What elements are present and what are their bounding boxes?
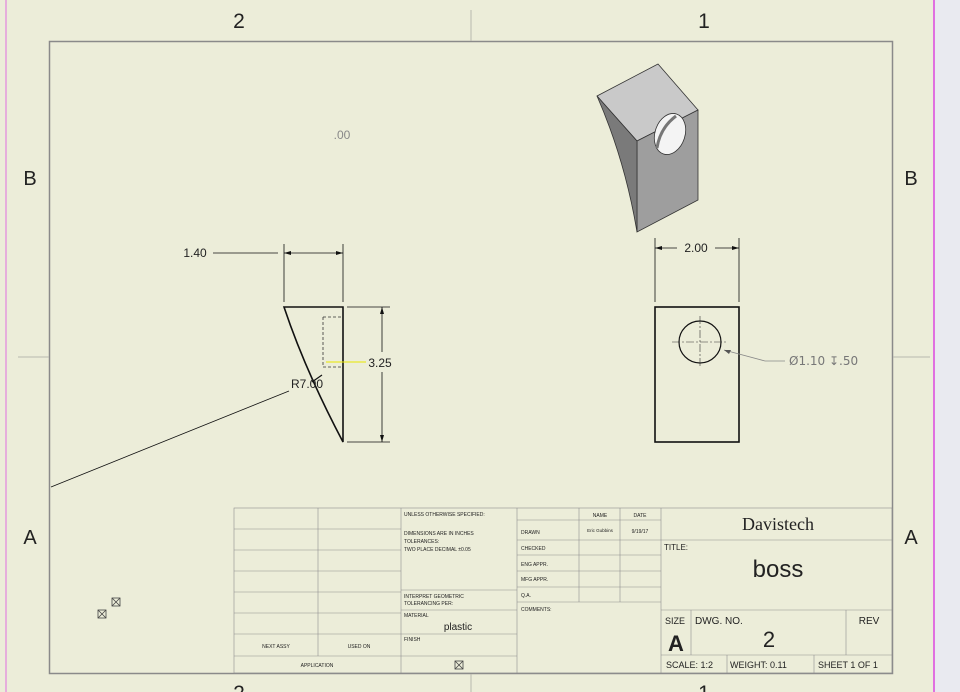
hole-callout-text: Ø1.10 ↧.50 (789, 354, 858, 368)
front-width-dim-text: 2.00 (684, 241, 708, 255)
size-value: A (668, 631, 684, 656)
callout-arrow (724, 350, 731, 354)
missing-image-icon (454, 660, 464, 670)
col-date: DATE (634, 513, 648, 519)
spec-tol: TOLERANCES: (404, 539, 439, 545)
dimension-radius[interactable]: R7.00 (50, 374, 323, 488)
weight-text: WEIGHT: 0.11 (730, 660, 787, 670)
zone-label-left-a: A (23, 527, 37, 549)
dwg-no-label: DWG. NO. (695, 616, 743, 627)
width-dim-text: 1.40 (183, 246, 207, 260)
title-value[interactable]: boss (753, 556, 804, 583)
title-label: TITLE: (664, 543, 688, 552)
zone-label-bottom-2: 2 (233, 682, 245, 692)
interpret-label-2: TOLERANCING PER: (404, 601, 453, 607)
drawing-border (48, 40, 894, 675)
zone-label-top-2: 2 (233, 10, 245, 33)
material-label: MATERIAL (404, 613, 429, 619)
interpret-label: INTERPRET GEOMETRIC (404, 594, 464, 600)
stray-dimension[interactable]: .00 (334, 128, 351, 142)
title-block[interactable] (233, 507, 893, 674)
dimension-width-side[interactable]: 1.40 (183, 244, 344, 302)
side-outline (282, 306, 344, 443)
next-assy-label: NEXT ASSY (262, 644, 290, 650)
zone-label-bottom-1: 1 (698, 682, 710, 692)
front-view[interactable] (654, 306, 740, 443)
sheet-text: SHEET 1 OF 1 (818, 660, 878, 670)
iso-curved-face (596, 95, 638, 233)
arrow-bottom (380, 435, 384, 442)
zone-label-left-b: B (23, 168, 36, 190)
zone-label-top-1: 1 (698, 10, 710, 33)
radius-leader (50, 390, 290, 488)
radius-arrow (311, 374, 323, 383)
col-name: NAME (593, 513, 608, 519)
hole-callout[interactable]: Ø1.10 ↧.50 (723, 349, 858, 368)
spec-dims: DIMENSIONS ARE IN INCHES (404, 531, 474, 537)
drawn-name[interactable]: Eric Gubbins (587, 528, 614, 533)
right-panel (934, 0, 960, 692)
iso-hole-inner (655, 114, 677, 149)
rev-label: REV (859, 616, 880, 627)
spec-decimal: TWO PLACE DECIMAL ±0.05 (404, 547, 471, 553)
used-on-label: USED ON (348, 644, 371, 650)
drawn-date[interactable]: 9/19/17 (632, 529, 649, 535)
tb-outer (233, 507, 893, 674)
finish-label: FINISH (404, 637, 421, 643)
arrow-right (336, 251, 343, 255)
company-name: Davistech (742, 514, 814, 534)
row-comments: COMMENTS: (521, 607, 552, 613)
dwg-no-value[interactable]: 2 (763, 627, 775, 652)
arrow-top (380, 307, 384, 314)
scale-text: SCALE: 1:2 (666, 660, 713, 670)
spec-header: UNLESS OTHERWISE SPECIFIED: (404, 512, 485, 518)
side-hidden-hole (322, 316, 342, 368)
missing-image-icon (111, 597, 121, 607)
height-dim-text: 3.25 (368, 356, 392, 370)
application-label: APPLICATION (301, 663, 334, 669)
material-value[interactable]: plastic (444, 622, 472, 633)
radius-dim-text: R7.00 (291, 377, 323, 391)
arrow-left (655, 246, 662, 250)
row-qa: Q.A. (521, 593, 531, 599)
zone-label-right-b: B (904, 168, 917, 190)
size-label: SIZE (665, 616, 685, 626)
dimension-width-front[interactable]: 2.00 (654, 238, 740, 302)
arrow-right (732, 246, 739, 250)
row-eng-appr: ENG APPR. (521, 562, 548, 568)
front-outline (654, 306, 740, 443)
iso-hole (653, 113, 687, 155)
row-mfg-appr: MFG APPR. (521, 577, 548, 583)
side-view[interactable] (282, 306, 366, 443)
row-drawn: DRAWN (521, 530, 540, 536)
missing-image-icon (97, 609, 107, 619)
dimension-height-side[interactable]: 3.25 (347, 306, 392, 443)
isometric-view[interactable] (596, 63, 699, 233)
arrow-left (284, 251, 291, 255)
callout-leader (723, 349, 766, 362)
zone-label-right-a: A (904, 527, 918, 549)
row-checked: CHECKED (521, 546, 546, 552)
